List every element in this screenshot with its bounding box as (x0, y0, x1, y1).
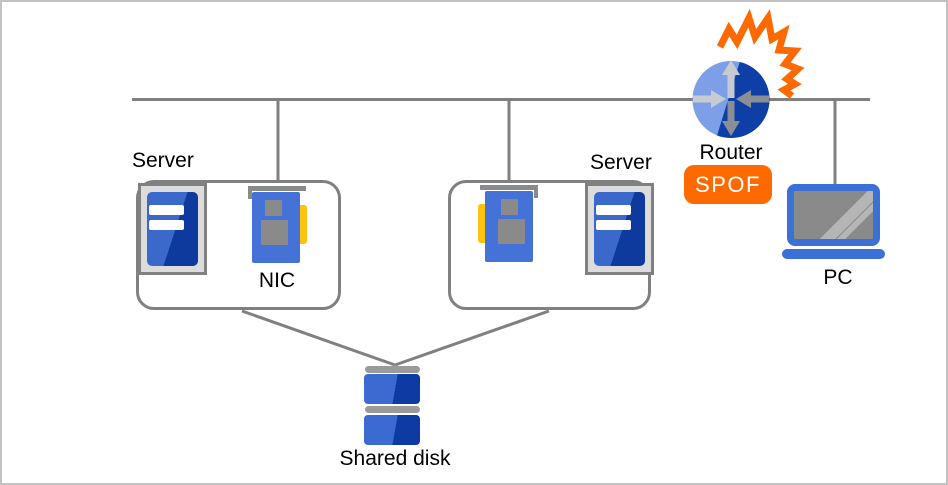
nic-bracket-bend (534, 185, 538, 198)
server-left-label: Server (132, 149, 194, 172)
router-label: Router (699, 141, 763, 164)
link-server-right-disk (394, 309, 550, 367)
server-left-group-box (136, 180, 341, 310)
laptop-base (782, 249, 885, 259)
disk-bar (364, 366, 420, 373)
server-tower-icon (138, 183, 207, 275)
server-right-label: Server (590, 151, 652, 174)
nic-chip (501, 199, 518, 215)
spof-badge: SPOF (684, 165, 772, 204)
screen-glare (819, 191, 873, 239)
nic-chip (498, 219, 525, 244)
server-slot (596, 205, 631, 215)
laptop-icon (2, 2, 946, 259)
nic-tab (298, 205, 307, 244)
disk-stack-icon (364, 366, 420, 445)
server-tower-icon (585, 183, 654, 275)
nic-bracket (248, 186, 306, 191)
disk-platter (364, 374, 420, 404)
disk-platter (364, 415, 420, 445)
nic-chip (261, 220, 288, 245)
nic-chip (265, 200, 282, 216)
pc-label: PC (823, 266, 853, 289)
server-slot (149, 205, 184, 215)
nic-label: NIC (258, 269, 296, 292)
router-arrows (693, 60, 769, 136)
nic-bracket (480, 185, 538, 190)
laptop-screen (787, 184, 880, 246)
server-slot (596, 220, 631, 230)
link-server-left-disk (241, 309, 396, 367)
router-icon (692, 8, 805, 138)
shared-disk-label: Shared disk (339, 447, 451, 470)
explosion-icon (716, 8, 805, 99)
disk-bar (364, 406, 420, 413)
nic-bracket-bend (248, 186, 252, 199)
nic-tab (478, 204, 487, 243)
server-slot (149, 220, 184, 230)
